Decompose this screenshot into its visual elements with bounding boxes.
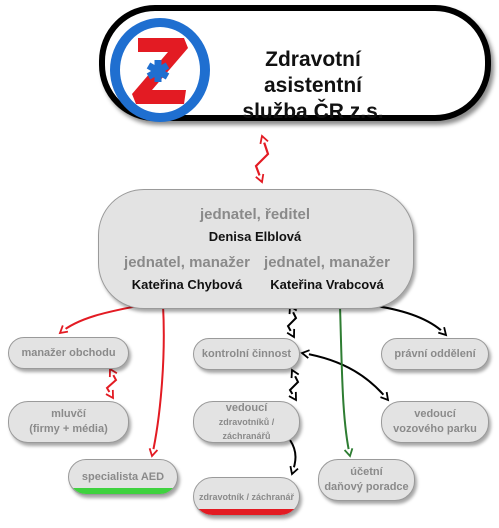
- aed-specialist-box: specialista AED: [68, 459, 178, 495]
- head-paramedics-label-line2: zdravotníků / záchranářů: [218, 417, 275, 441]
- sales-manager-box: manažer obchodu: [8, 337, 129, 369]
- accounting-label-line2: daňový poradce: [324, 481, 409, 493]
- legal-label: právní oddělení: [394, 348, 476, 360]
- management-box: [98, 189, 414, 309]
- director-name: Denisa Elblová: [208, 229, 302, 244]
- spokesperson-label-line1: mluvčí: [51, 408, 86, 420]
- legal-box: právní oddělení: [381, 338, 489, 370]
- organization-name-line1: Zdravotní asistentní: [263, 48, 363, 97]
- connector-management-accounting: [339, 305, 354, 458]
- director-title: jednatel, ředitel: [199, 206, 311, 223]
- paramedic-underline: [194, 509, 299, 515]
- connector-sales-spokesperson: [105, 367, 118, 400]
- paramedic-box: zdravotník / záchranář: [193, 477, 300, 516]
- spokesperson-label-line2: (firmy + média): [29, 423, 108, 435]
- accounting-box: účetní daňový poradce: [318, 459, 415, 501]
- head-paramedics-box: vedoucí zdravotníků / záchranářů: [193, 401, 300, 443]
- connector-management-control: [286, 304, 298, 339]
- aed-specialist-label: specialista AED: [81, 471, 165, 483]
- head-paramedics-label-line1: vedoucí: [225, 402, 268, 414]
- sales-manager-label: manažer obchodu: [21, 347, 116, 359]
- organization-name-line2: služba ČR z.s.: [242, 100, 384, 123]
- aed-specialist-underline: [69, 488, 177, 494]
- manager1-name: Kateřina Chybová: [131, 277, 243, 292]
- control-box: kontrolní činnost: [193, 338, 300, 370]
- manager2-title: jednatel, manažer: [264, 254, 390, 271]
- head-fleet-label-line2: vozového parku: [393, 423, 477, 435]
- connector-control-fleet: [300, 349, 390, 402]
- paramedic-label: zdravotník / záchranář: [198, 491, 295, 502]
- connector-org-management: [254, 134, 270, 184]
- manager2-name: Kateřina Vrabcová: [270, 277, 384, 292]
- manager1-title: jednatel, manažer: [124, 254, 250, 271]
- connector-management-aed: [148, 304, 165, 458]
- connector-control-headparamedics: [288, 368, 300, 402]
- organization-logo-icon: [108, 16, 212, 124]
- accounting-label-line1: účetní: [350, 466, 383, 478]
- control-label: kontrolní činnost: [201, 348, 292, 360]
- organization-name: Zdravotní asistentní služba ČR z.s.: [228, 47, 398, 125]
- connector-management-sales: [58, 303, 149, 335]
- head-fleet-box: vedoucí vozového parku: [381, 401, 489, 443]
- head-fleet-label-line1: vedoucí: [414, 408, 456, 420]
- spokesperson-box: mluvčí (firmy + média): [8, 401, 129, 443]
- connector-headparamedics-paramedic: [289, 439, 299, 476]
